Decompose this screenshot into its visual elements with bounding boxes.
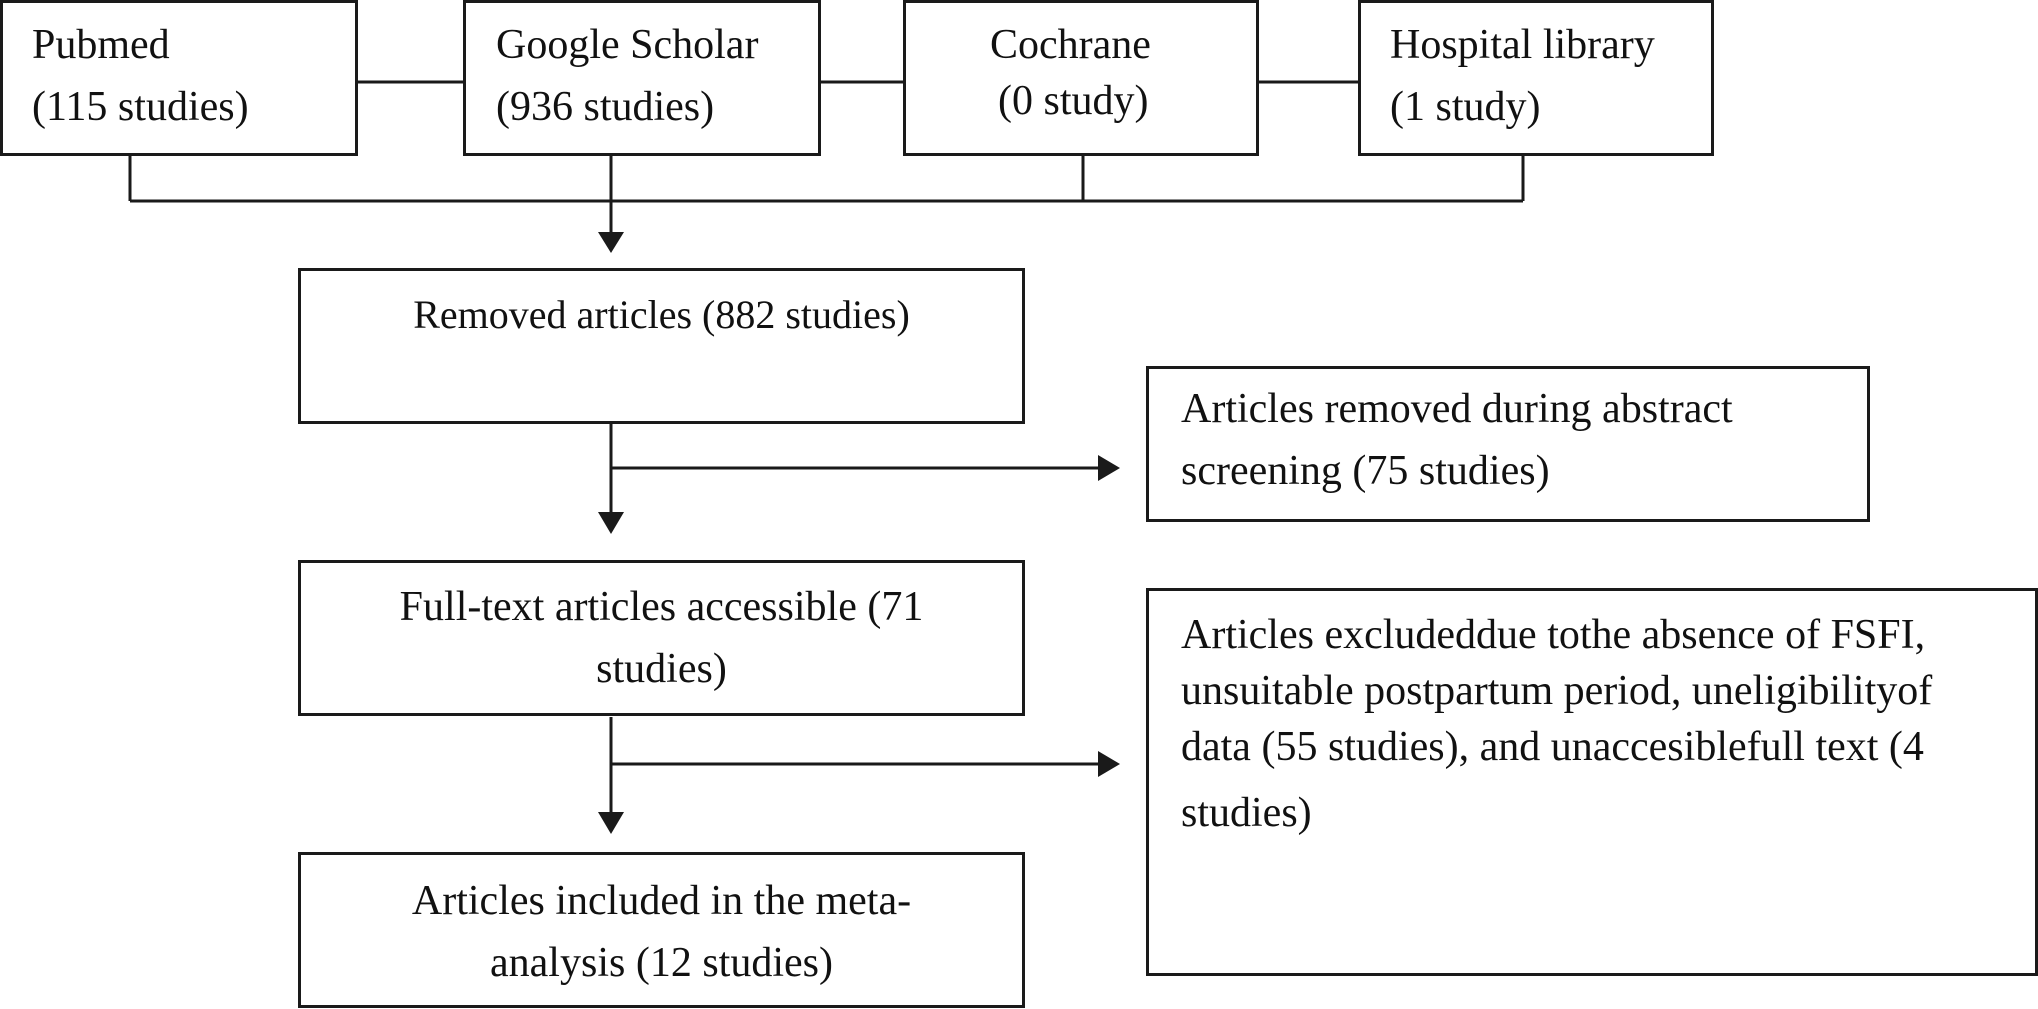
fulltext-line-2: studies)	[596, 646, 727, 692]
fsfi-exclusion-line-4: studies)	[1181, 790, 1312, 836]
source-hospital-name: Hospital library	[1390, 22, 1655, 68]
source-box-pubmed	[0, 0, 358, 156]
included-articles-box	[298, 852, 1025, 1008]
source-hospital-count: (1 study)	[1390, 84, 1541, 130]
removed-articles-box	[298, 268, 1025, 424]
removed-articles-text: Removed articles (882 studies)	[413, 292, 910, 337]
fsfi-exclusion-line-3: data (55 studies), and unaccesiblefull t…	[1181, 724, 1924, 770]
source-pubmed-name: Pubmed	[32, 22, 170, 68]
fulltext-line-1: Full-text articles accessible (71	[399, 584, 924, 630]
included-line-2: analysis (12 studies)	[490, 940, 833, 986]
source-google-count: (936 studies)	[496, 84, 715, 130]
source-google-name: Google Scholar	[496, 22, 759, 68]
arrowhead-fsfi	[1098, 751, 1120, 777]
abstract-exclusion-line-2: screening (75 studies)	[1181, 448, 1550, 494]
arrowhead-fulltext	[598, 512, 624, 534]
abstract-exclusion-box	[1146, 366, 1870, 522]
abstract-exclusion-line-1: Articles removed during abstract	[1181, 386, 1733, 432]
source-box-google-scholar	[463, 0, 821, 156]
fsfi-exclusion-line-2: unsuitable postpartum period, uneligibil…	[1181, 668, 1933, 714]
source-box-cochrane	[903, 0, 1259, 156]
fulltext-accessible-box	[298, 560, 1025, 716]
arrowhead-removed	[598, 232, 624, 253]
source-box-hospital-library	[1358, 0, 1714, 156]
arrowhead-included	[598, 812, 624, 834]
arrowhead-abstract	[1098, 455, 1120, 481]
source-cochrane-count: (0 study)	[998, 78, 1149, 124]
fsfi-exclusion-box	[1146, 588, 2038, 976]
fsfi-exclusion-line-1: Articles excludeddue tothe absence of FS…	[1181, 612, 1926, 658]
source-cochrane-name: Cochrane	[990, 22, 1151, 68]
included-line-1: Articles included in the meta-	[411, 878, 912, 924]
source-pubmed-count: (115 studies)	[32, 84, 249, 130]
